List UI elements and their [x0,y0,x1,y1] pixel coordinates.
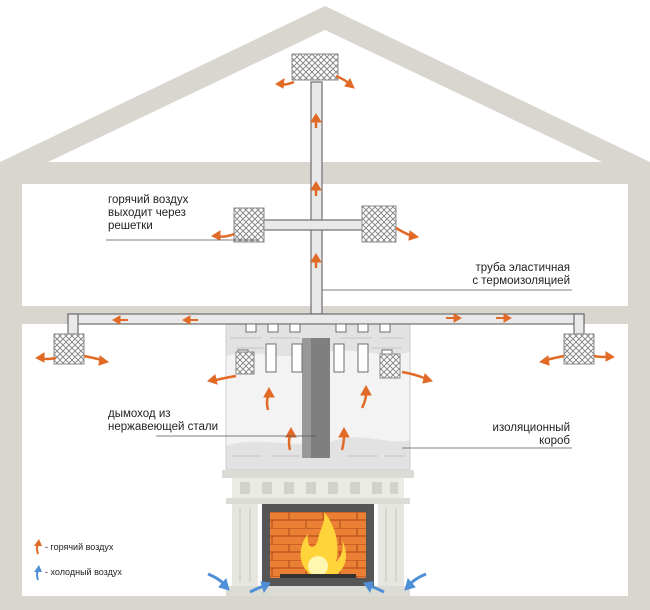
grille-attic [291,53,339,81]
grille-lower-left [53,333,85,365]
label-leaders [106,239,572,449]
air-grilles [53,53,595,379]
label-flexible-pipe: труба эластичная с термоизоляцией [472,262,570,287]
legend-markers [34,539,42,581]
label-chimney: дымоход из нержавеющей стали [108,408,218,433]
legend-hot-air: - горячий воздух [45,542,114,552]
label-hot-air-grilles: горячий воздух выходит через решетки [108,194,189,232]
cold-air-arrows [207,572,427,594]
air-duct-network [67,81,585,335]
hot-air-arrows [34,74,616,451]
fireplace [222,470,414,596]
label-insulation-box: изоляционный короб [492,422,570,447]
legend-cold-air: - холодный воздух [45,567,122,577]
grille-lower-right [563,333,595,365]
grille-upper-right [361,205,397,243]
grille-upper-left [233,207,265,243]
